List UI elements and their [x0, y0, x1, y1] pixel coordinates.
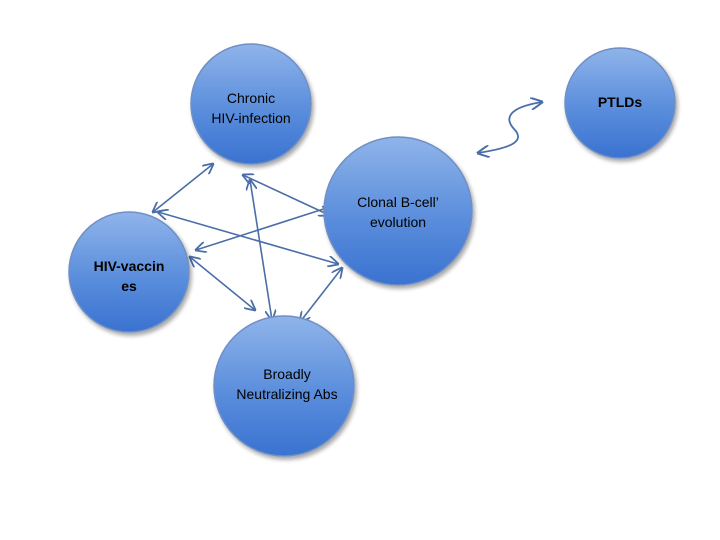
node-chronic-hiv-infection[interactable] — [190, 43, 312, 165]
node-broadly-neutralizing-abs[interactable] — [213, 315, 355, 457]
edge-clonal-bnabs-lower — [300, 268, 342, 322]
edges-layer — [153, 102, 542, 322]
edge-chronic-bnabs — [250, 180, 272, 320]
node-hiv-vaccines[interactable] — [68, 211, 190, 333]
node-clonal-b-cell-evolution[interactable] — [323, 136, 473, 286]
edge-clonal-bnabs — [196, 205, 336, 250]
nodes-layer — [68, 43, 676, 457]
edge-vaccines-bnabs — [190, 257, 255, 310]
node-ptlds[interactable] — [564, 47, 676, 159]
edge-ptlds-clonal-curved — [478, 102, 542, 153]
edge-chronic-vaccines — [153, 164, 213, 212]
edge-chronic-clonal — [243, 175, 329, 215]
